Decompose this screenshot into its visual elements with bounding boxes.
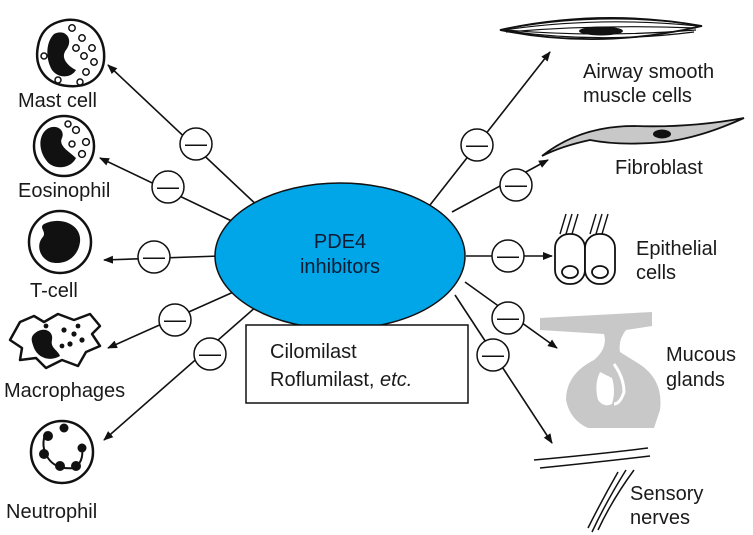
- inhibit-circle-t-cell: —: [137, 240, 171, 274]
- inhibit-sign: —: [505, 172, 527, 197]
- center-label-line2: inhibitors: [300, 256, 380, 278]
- mucous-gland-icon: [540, 312, 661, 428]
- inhibit-circle-sensory: —: [476, 338, 510, 372]
- smooth-muscle-icon: [499, 17, 703, 40]
- label-fibroblast: Fibroblast: [615, 157, 703, 179]
- arrow-to-airway-smooth-muscle: [429, 51, 551, 206]
- inhibit-sign: —: [466, 132, 488, 157]
- label-sensory-line1: Sensory: [630, 483, 703, 505]
- drug-box: [245, 324, 469, 404]
- neutrophil-icon: [29, 419, 95, 485]
- inhibit-sign: —: [164, 307, 186, 332]
- arrow-to-sensory-nerves: [454, 294, 553, 444]
- drug-box-line2-italic: etc.: [380, 369, 412, 391]
- drug-box-line2: Roflumilast, etc.: [270, 369, 412, 391]
- drug-box-line2-regular: Roflumilast,: [270, 369, 380, 391]
- inhibit-circle-mucous: —: [491, 301, 525, 335]
- label-mast-cell: Mast cell: [18, 90, 97, 112]
- label-airway-line1: Airway smooth: [583, 61, 714, 83]
- label-airway-line2: muscle cells: [583, 85, 692, 107]
- t-cell-icon: [27, 209, 93, 275]
- label-mucous-line1: Mucous: [666, 344, 736, 366]
- inhibit-sign: —: [185, 131, 207, 156]
- label-t-cell: T-cell: [30, 280, 78, 302]
- eosinophil-icon: [32, 114, 96, 178]
- inhibit-circle-macrophages: —: [158, 303, 192, 337]
- label-macrophages: Macrophages: [4, 380, 125, 402]
- inhibit-symbols: — — — — — — — — — —: [137, 127, 533, 372]
- label-epithelial-line2: cells: [636, 262, 676, 284]
- mast-cell-icon: [35, 18, 106, 88]
- inhibit-sign: —: [482, 342, 504, 367]
- inhibit-sign: —: [497, 243, 519, 268]
- inhibit-sign: —: [199, 341, 221, 366]
- epithelial-cells-icon: [554, 213, 616, 285]
- inhibit-circle-fibroblast: —: [499, 168, 533, 202]
- arrow-to-neutrophil: [103, 304, 259, 441]
- inhibit-sign: —: [157, 174, 179, 199]
- label-sensory-line2: nerves: [630, 507, 690, 529]
- label-eosinophil: Eosinophil: [18, 180, 110, 202]
- inhibit-circle-mast-cell: —: [179, 127, 213, 161]
- label-epithelial-line1: Epithelial: [636, 238, 717, 260]
- label-mucous-line2: glands: [666, 369, 725, 391]
- inhibit-circle-eosinophil: —: [151, 170, 185, 204]
- center-label-line1: PDE4: [314, 231, 366, 253]
- inhibit-sign: —: [143, 244, 165, 269]
- fibroblast-icon: [541, 117, 745, 157]
- macrophage-icon: [8, 312, 102, 370]
- inhibit-sign: —: [497, 305, 519, 330]
- drug-box-line1: Cilomilast: [270, 341, 357, 363]
- sensory-nerves-icon: [533, 447, 651, 533]
- inhibit-circle-airway: —: [460, 128, 494, 162]
- label-neutrophil: Neutrophil: [6, 501, 97, 523]
- inhibit-circle-neutrophil: —: [193, 337, 227, 371]
- inhibit-circle-epithelial: —: [491, 239, 525, 273]
